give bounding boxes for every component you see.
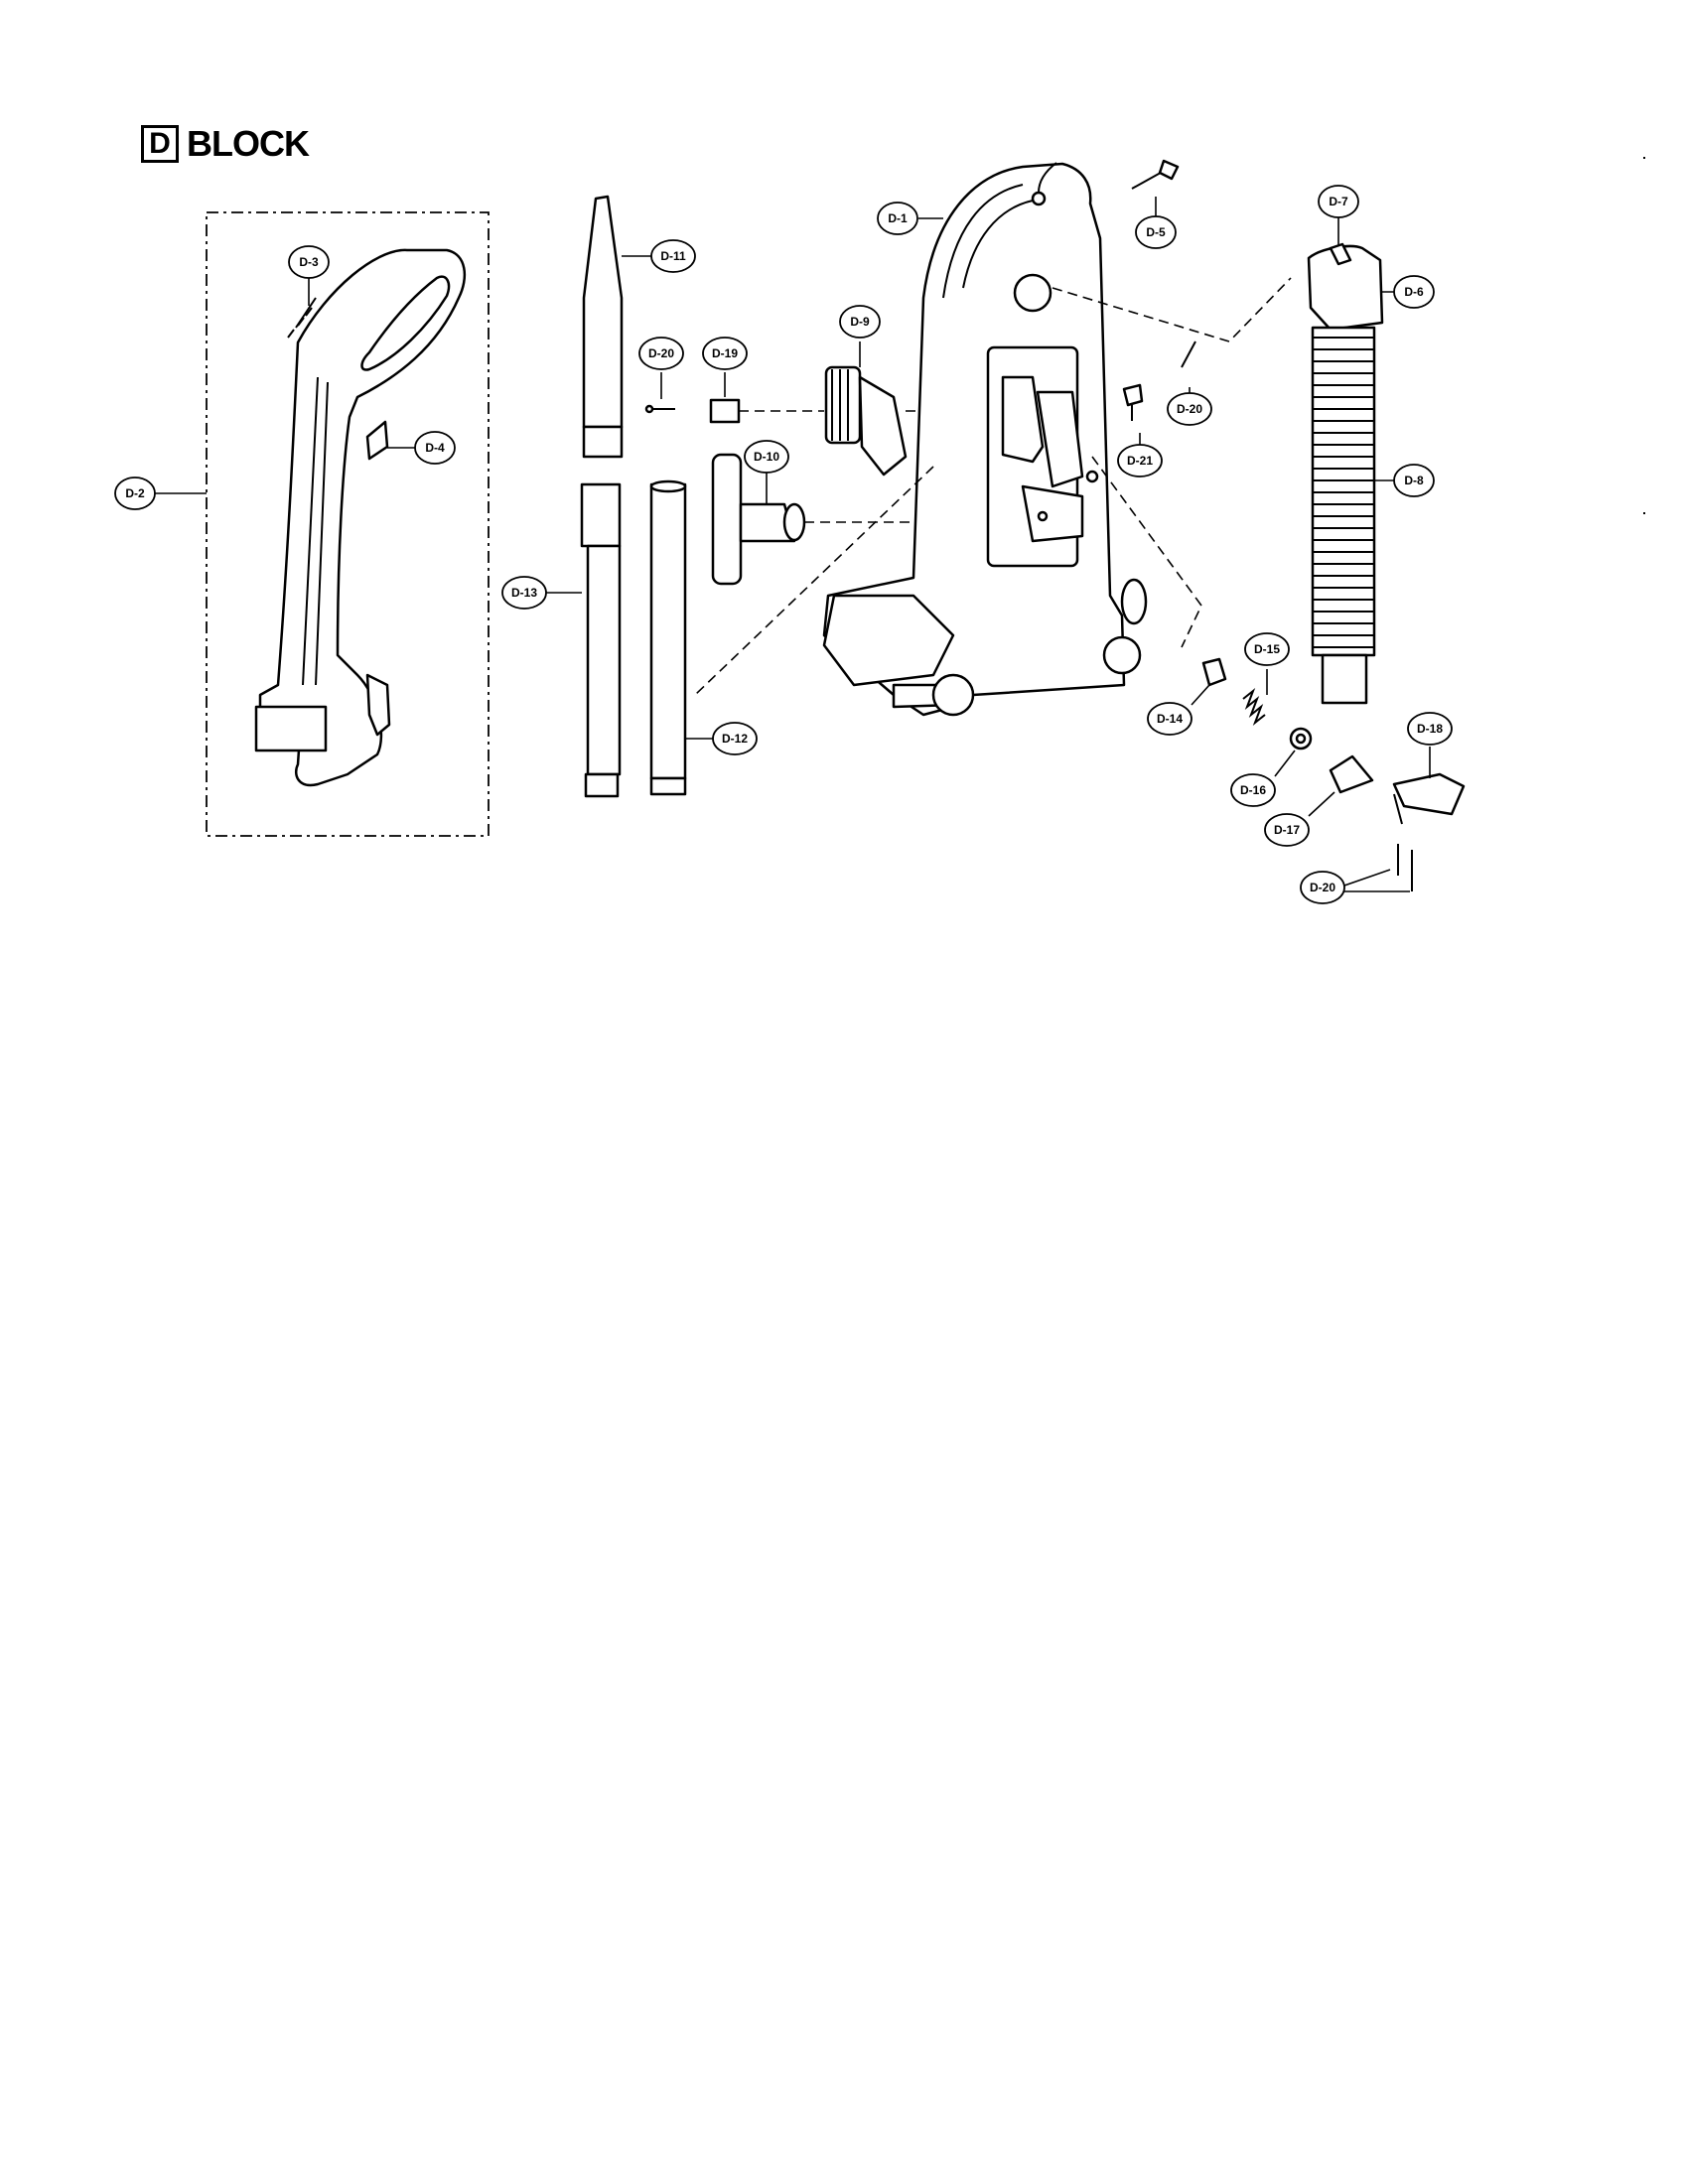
callout-d10: D-10: [744, 440, 789, 474]
wand-tube: [649, 479, 687, 796]
block-title: BLOCK: [187, 123, 310, 164]
svg-text:D-20: D-20: [1310, 881, 1335, 894]
crevice-tool: [582, 195, 624, 459]
svg-text:D-13: D-13: [511, 586, 537, 600]
svg-text:D-16: D-16: [1240, 783, 1266, 797]
callout-d7: D-7: [1318, 185, 1359, 218]
svg-text:D-4: D-4: [425, 441, 445, 455]
callout-d11: D-11: [650, 239, 696, 273]
handle-part: [254, 248, 467, 787]
callout-d2: D-2: [114, 477, 156, 510]
svg-text:D-9: D-9: [850, 315, 870, 329]
svg-text:D-3: D-3: [299, 255, 319, 269]
callout-d8: D-8: [1393, 464, 1435, 497]
svg-text:D-11: D-11: [660, 249, 686, 263]
svg-text:D-10: D-10: [754, 450, 779, 464]
part-d21-latch: [1122, 383, 1144, 421]
callout-d20-right: D-20: [1167, 392, 1212, 426]
callout-d14: D-14: [1147, 702, 1193, 736]
part-d20-screw-right: [1181, 341, 1196, 368]
part-d17-bracket: [1329, 754, 1374, 794]
callout-d17: D-17: [1264, 813, 1310, 847]
part-d19-clip: [709, 398, 741, 424]
svg-text:D-20: D-20: [648, 346, 674, 360]
part-d14-knob: [1201, 657, 1227, 687]
dusting-brush: [824, 365, 908, 477]
svg-text:D-21: D-21: [1127, 454, 1153, 468]
callout-d13: D-13: [501, 576, 547, 610]
svg-text:D-6: D-6: [1404, 285, 1424, 299]
hose-coupling: [1307, 242, 1384, 332]
handle-assembly-box: [206, 211, 490, 837]
callout-d12: D-12: [712, 722, 758, 755]
upholstery-tool: [711, 453, 806, 586]
callout-d4: D-4: [414, 431, 456, 465]
svg-text:D-18: D-18: [1417, 722, 1443, 736]
svg-text:D-19: D-19: [712, 346, 738, 360]
svg-text:D-1: D-1: [888, 211, 908, 225]
callout-d9: D-9: [839, 305, 881, 339]
callout-d6: D-6: [1393, 275, 1435, 309]
svg-text:D-2: D-2: [125, 486, 145, 500]
vacuum-body: [822, 162, 1148, 717]
part-d3-clip: [287, 297, 317, 339]
part-d16-washer: [1289, 727, 1313, 751]
part-d20-screws-bottom: [1397, 844, 1413, 891]
callout-d15: D-15: [1244, 632, 1290, 666]
svg-text:D-8: D-8: [1404, 474, 1424, 487]
svg-text:D-7: D-7: [1329, 195, 1348, 208]
svg-text:D-17: D-17: [1274, 823, 1300, 837]
extension-wand: [580, 482, 622, 798]
callout-d3: D-3: [288, 245, 330, 279]
callout-d19: D-19: [702, 337, 748, 370]
callout-d20-left: D-20: [638, 337, 684, 370]
svg-text:D-15: D-15: [1254, 642, 1280, 656]
part-d5-screw: [1131, 159, 1180, 190]
callout-d5: D-5: [1135, 215, 1177, 249]
svg-text:D-5: D-5: [1146, 225, 1166, 239]
callout-d1: D-1: [877, 202, 918, 235]
part-d18-cover: [1392, 772, 1466, 825]
svg-text:D-14: D-14: [1157, 712, 1183, 726]
callout-d18: D-18: [1407, 712, 1453, 746]
svg-text:D-20: D-20: [1177, 402, 1202, 416]
block-letter-box: D: [141, 125, 179, 163]
part-d15-spring: [1242, 687, 1266, 727]
block-header: D BLOCK: [141, 123, 310, 165]
svg-text:D-12: D-12: [722, 732, 748, 746]
callout-d20-bottom: D-20: [1300, 871, 1345, 904]
part-d20-screw-left: [644, 404, 675, 414]
flexible-hose: [1311, 326, 1376, 705]
callout-d16: D-16: [1230, 773, 1276, 807]
callout-d21: D-21: [1117, 444, 1163, 478]
